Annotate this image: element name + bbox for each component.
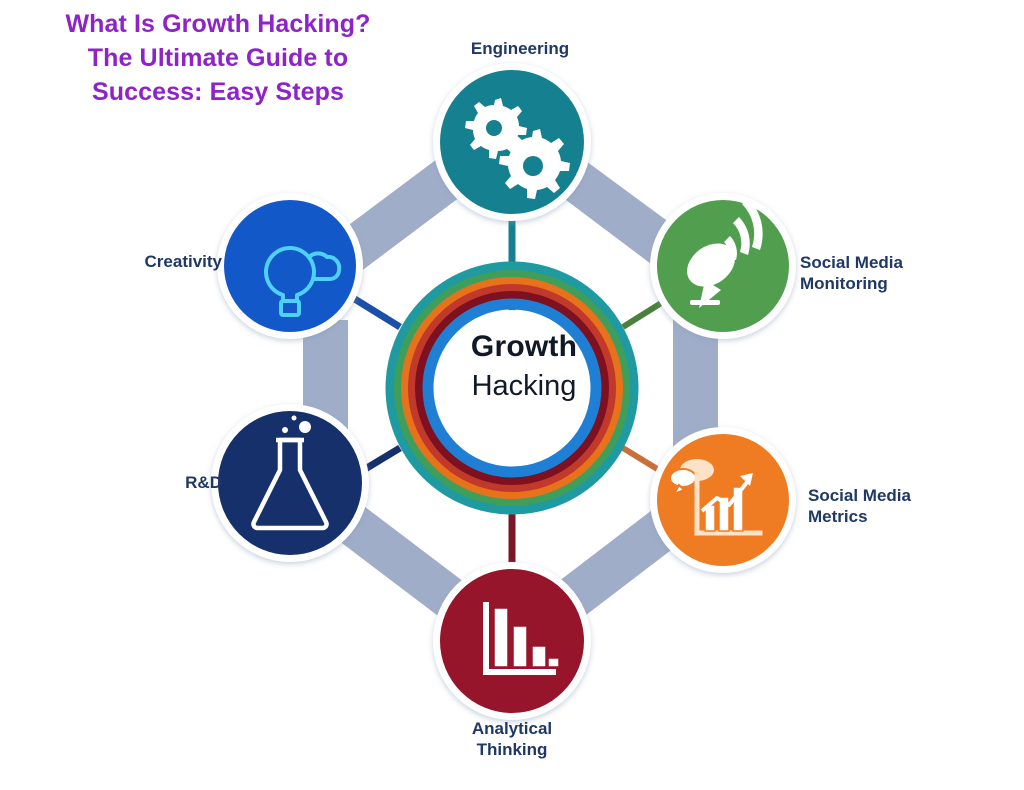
center-label-line-1: Growth — [470, 330, 578, 363]
gears-icon — [465, 98, 570, 199]
label-analytical-thinking: Analytical Thinking — [471, 719, 553, 760]
label-rnd: R&D — [185, 473, 222, 492]
node-engineering[interactable] — [433, 63, 591, 221]
title-line-2: The Ultimate Guide to — [87, 43, 349, 72]
label-engineering: Engineering — [470, 39, 570, 58]
flask-icon — [251, 415, 329, 531]
label-social-media-monitoring: Social Media Monitoring — [800, 253, 903, 294]
connector-band-monitoring-metrics — [673, 320, 718, 455]
center-label-line-2: Hacking — [471, 370, 577, 402]
node-social-media-monitoring[interactable] — [650, 193, 796, 339]
bar-chart-descending-icon — [483, 602, 560, 675]
chart-growth-chat-icon — [669, 459, 763, 536]
title-line-3: Success: Easy Steps — [91, 77, 345, 106]
node-rnd[interactable] — [211, 404, 369, 562]
node-creativity[interactable] — [217, 193, 363, 339]
center-label: Growth Hacking — [434, 330, 614, 403]
connector-band-analytical-rnd — [322, 494, 472, 625]
title-line-1: What Is Growth Hacking? — [65, 10, 371, 38]
lightbulb-cloud-icon — [264, 246, 342, 317]
center-ring — [385, 261, 639, 515]
label-creativity: Creativity — [144, 252, 222, 271]
satellite-dish-icon — [687, 198, 763, 308]
node-analytical-thinking[interactable] — [433, 562, 591, 720]
node-rnd-circle[interactable] — [218, 411, 362, 555]
page-title: What Is Growth Hacking? The Ultimate Gui… — [18, 8, 418, 109]
node-social-media-metrics[interactable] — [650, 427, 796, 573]
label-social-media-metrics: Social Media Metrics — [808, 486, 911, 527]
node-analytical-circle[interactable] — [440, 569, 584, 713]
